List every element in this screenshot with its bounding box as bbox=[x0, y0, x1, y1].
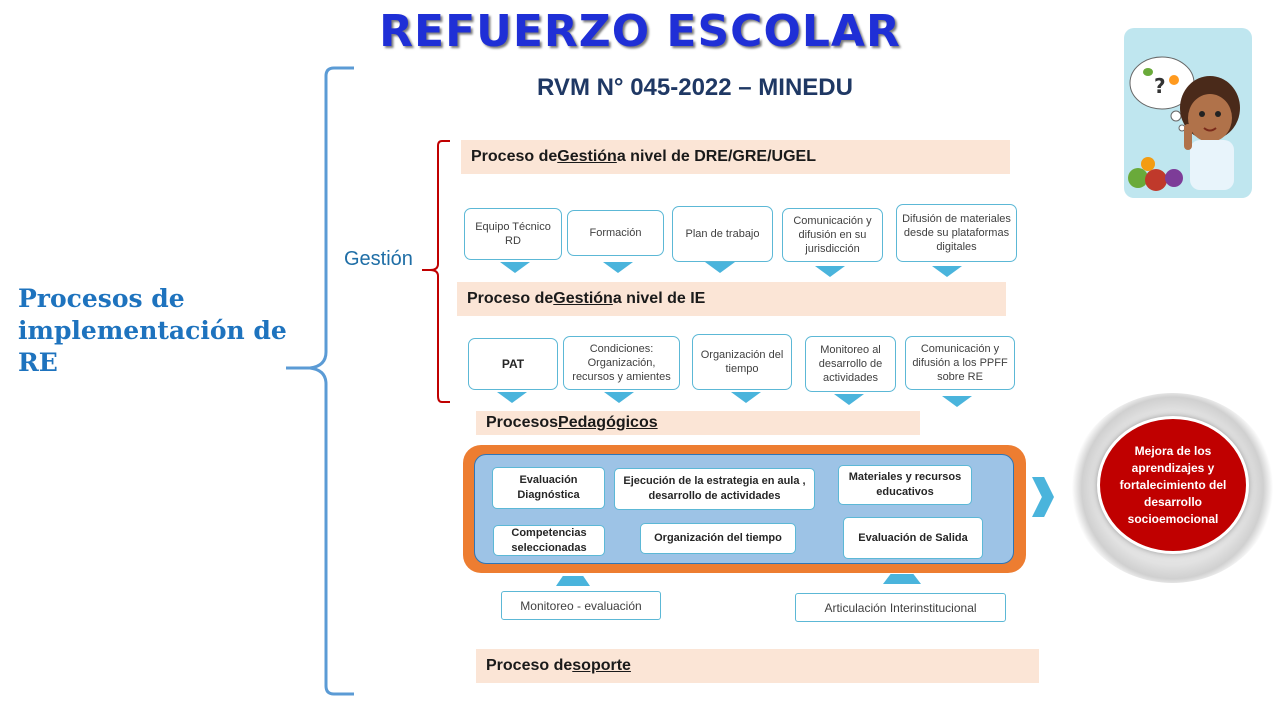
ped-item-ejecucion: Ejecución de la estrategia en aula , des… bbox=[614, 468, 815, 510]
dre-arrow-4 bbox=[815, 266, 845, 277]
dre-item-equipo: Equipo Técnico RD bbox=[464, 208, 562, 260]
ped-item-eval-salida: Evaluación de Salida bbox=[843, 517, 983, 559]
thinking-child-illustration: ? bbox=[1124, 28, 1252, 198]
main-brace bbox=[286, 66, 354, 696]
gestion-bracket bbox=[422, 140, 450, 403]
ie-arrow-3 bbox=[731, 392, 761, 403]
main-title: REFUERZO ESCOLAR bbox=[379, 6, 901, 57]
band-gestion-dre: Proceso de Gestión a nivel de DRE/GRE/UG… bbox=[461, 140, 1010, 174]
band-pedagogicos: Procesos Pedagógicos bbox=[476, 411, 920, 435]
ped-item-competencias: Competencias seleccionadas bbox=[493, 525, 605, 556]
dre-arrow-5 bbox=[932, 266, 962, 277]
band-soporte-key: soporte bbox=[572, 657, 631, 674]
band-ped-prefix: Procesos bbox=[486, 414, 559, 431]
band-dre-key: Gestión bbox=[557, 148, 617, 165]
band-ped-key: Pedagógicos bbox=[558, 414, 658, 431]
dre-arrow-2 bbox=[603, 262, 633, 273]
band-soporte: Proceso de soporte bbox=[476, 649, 1039, 683]
support-arrow-1 bbox=[556, 576, 590, 586]
gestion-label: Gestión bbox=[344, 248, 413, 270]
ie-item-condiciones: Condiciones: Organización, recursos y am… bbox=[563, 336, 680, 390]
dre-item-difusion: Difusión de materiales desde su platafor… bbox=[896, 204, 1017, 262]
band-ie-key: Gestión bbox=[553, 290, 613, 307]
band-soporte-prefix: Proceso de bbox=[486, 657, 573, 674]
ie-arrow-5 bbox=[942, 396, 972, 407]
ie-item-monitoreo: Monitoreo al desarrollo de actividades bbox=[805, 336, 896, 392]
ie-item-comunicacion: Comunicación y difusión a los PPFF sobre… bbox=[905, 336, 1015, 390]
dre-arrow-1 bbox=[500, 262, 530, 273]
ped-item-org-tiempo: Organización del tiempo bbox=[640, 523, 796, 554]
dre-item-comunicacion: Comunicación y difusión en su jurisdicci… bbox=[782, 208, 883, 262]
band-dre-suffix: a nivel de DRE/GRE/UGEL bbox=[616, 148, 816, 165]
dre-item-plan: Plan de trabajo bbox=[672, 206, 773, 262]
support-arrow-2 bbox=[883, 574, 921, 584]
ped-item-materiales: Materiales y recursos educativos bbox=[838, 465, 972, 505]
question-mark: ? bbox=[1154, 74, 1166, 98]
ie-item-organizacion: Organización del tiempo bbox=[692, 334, 792, 390]
left-title: Procesos de implementación de RE bbox=[18, 284, 287, 377]
subtitle: RVM N° 045-2022 – MINEDU bbox=[537, 74, 853, 101]
ped-item-eval-diagnostica: Evaluación Diagnóstica bbox=[492, 467, 605, 509]
ie-arrow-2 bbox=[604, 392, 634, 403]
band-ie-prefix: Proceso de bbox=[467, 290, 554, 307]
band-dre-prefix: Proceso de bbox=[471, 148, 558, 165]
ie-arrow-1 bbox=[497, 392, 527, 403]
support-item-articulacion: Articulación Interinstitucional bbox=[795, 593, 1006, 622]
band-gestion-ie: Proceso de Gestión a nivel de IE bbox=[457, 282, 1006, 316]
dre-arrow-3 bbox=[705, 262, 735, 273]
outcome-circle: Mejora de los aprendizajes y fortalecimi… bbox=[1097, 416, 1249, 554]
chevron-right-icon bbox=[1032, 477, 1054, 517]
band-ie-suffix: a nivel de IE bbox=[612, 290, 706, 307]
ie-item-pat: PAT bbox=[468, 338, 558, 390]
ie-arrow-4 bbox=[834, 394, 864, 405]
support-item-monitoreo: Monitoreo - evaluación bbox=[501, 591, 661, 620]
dre-item-formacion: Formación bbox=[567, 210, 664, 256]
